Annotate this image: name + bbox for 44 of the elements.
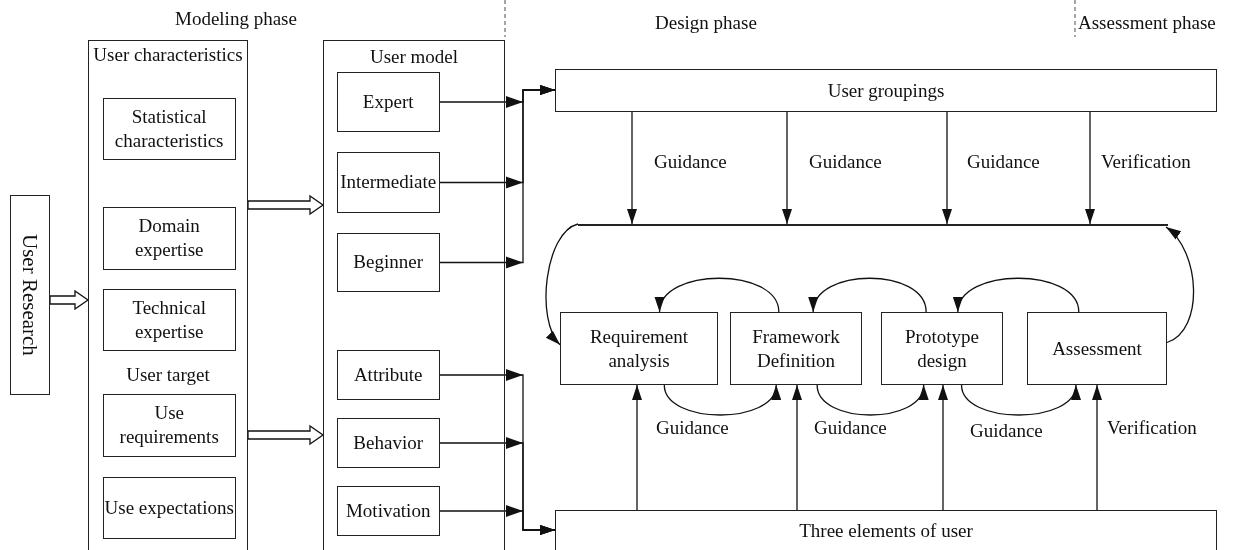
process-box	[336, 485, 440, 536]
process-box	[10, 195, 50, 395]
box-label: User groupings	[827, 78, 945, 103]
process-box	[336, 417, 440, 468]
phase-label: Modeling phase	[175, 8, 297, 30]
box-label: Three elements of user	[799, 518, 973, 543]
process-box	[560, 312, 718, 385]
column-panel	[323, 40, 505, 550]
phase-label: Assessment phase	[1078, 12, 1216, 34]
box-label: Attribute	[353, 362, 423, 387]
process-box	[336, 151, 440, 213]
group-heading: User characteristics	[92, 43, 244, 67]
box-label: Statistical characteristics	[113, 104, 225, 153]
process-box	[102, 206, 236, 270]
box-label: Prototype design	[904, 324, 980, 373]
box-label: Technical expertise	[131, 295, 207, 344]
box-label: Framework Definition	[751, 324, 841, 373]
box-label: Motivation	[345, 498, 431, 523]
box-label: Expert	[362, 89, 414, 114]
process-box	[102, 97, 236, 160]
process-box	[336, 71, 440, 132]
phase-label: Design phase	[655, 12, 757, 34]
box-label: Beginner	[353, 250, 423, 275]
box-label: Domain expertise	[133, 214, 205, 262]
process-box	[730, 312, 862, 385]
process-box	[336, 349, 440, 400]
process-box	[102, 476, 236, 539]
box-label: Behavior	[353, 430, 423, 455]
box-label: Intermediate	[340, 170, 437, 195]
process-box	[881, 312, 1003, 385]
box-label: User Research	[17, 234, 44, 356]
process-box	[555, 510, 1217, 550]
box-label: Assessment	[1052, 336, 1142, 361]
column-panel	[88, 40, 248, 550]
box-label: Use expectations	[104, 495, 234, 520]
process-box	[102, 288, 236, 351]
process-box	[102, 393, 236, 457]
process-box	[1027, 312, 1167, 385]
box-label: Requirement analysis	[588, 324, 690, 373]
group-heading: User model	[368, 45, 460, 69]
group-heading: User target	[125, 363, 211, 387]
box-label: Use requirements	[118, 401, 220, 449]
process-box	[336, 232, 440, 292]
process-box	[555, 69, 1217, 112]
